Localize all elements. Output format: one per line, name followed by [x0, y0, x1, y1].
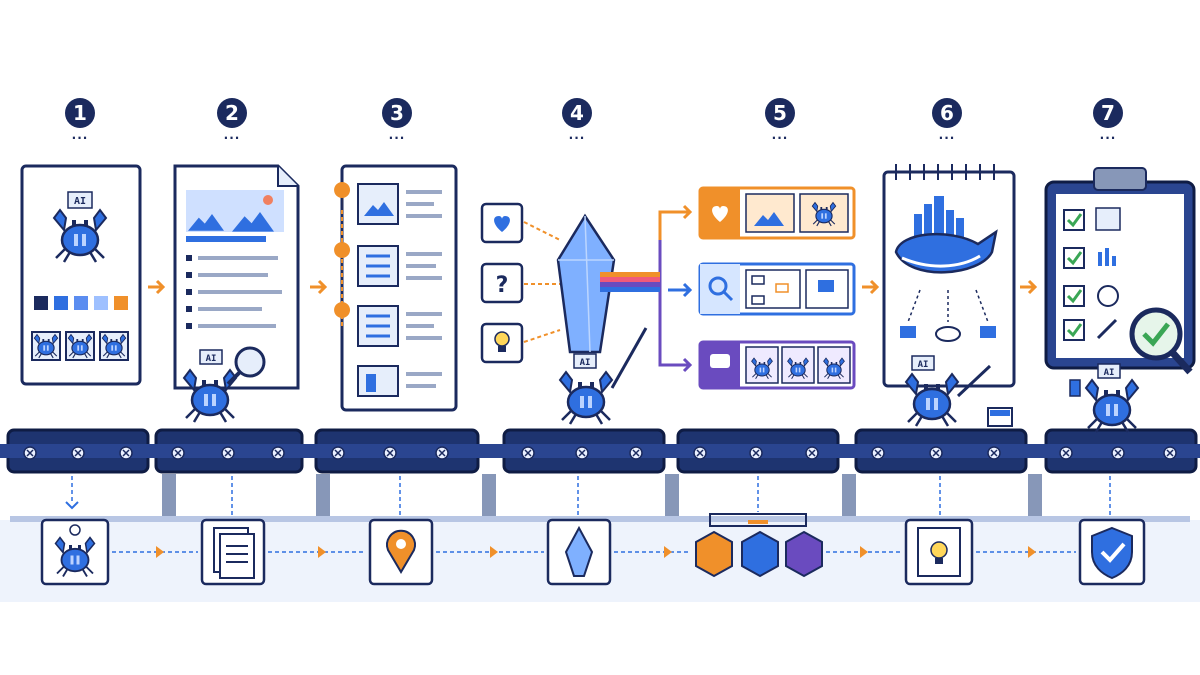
- stage-1-ai-label: AI: [74, 196, 86, 207]
- paintbrush-icon: [956, 364, 992, 398]
- cube-icon: [695, 530, 823, 578]
- step-dots-1: ...: [71, 128, 89, 142]
- step-dots-5: ...: [771, 128, 789, 142]
- step-dots-3: ...: [388, 128, 406, 142]
- question-mark: ?: [496, 273, 509, 298]
- step-number-5: 5: [765, 98, 795, 128]
- step-badge-1: 1 ...: [60, 98, 100, 142]
- whale-icon: [894, 229, 998, 274]
- stage-3-list: [334, 164, 458, 412]
- stage-1-card: AI: [20, 164, 142, 386]
- step-number-6: 6: [932, 98, 962, 128]
- step-number-7: 7: [1093, 98, 1123, 128]
- stage-4-ai-label: AI: [580, 358, 591, 368]
- step-number-3: 3: [382, 98, 412, 128]
- stage-4-prism: ? AI: [480, 202, 660, 426]
- lightbulb-icon: [494, 331, 510, 347]
- step-badge-6: 6 ...: [927, 98, 967, 142]
- stage-2-document: AI: [173, 164, 300, 424]
- step-dots-6: ...: [938, 128, 956, 142]
- bottom-icon-row: [40, 513, 1146, 586]
- stage-arrows: [148, 204, 1038, 295]
- search-icon: [708, 276, 728, 296]
- stage-7-clipboard: AI: [1044, 167, 1196, 434]
- crystal-prism-icon: [556, 213, 616, 354]
- lightbulb-icon: [930, 541, 948, 559]
- heart-icon: [494, 216, 510, 232]
- step-dots-7: ...: [1099, 128, 1117, 142]
- step-badge-3: 3 ...: [377, 98, 417, 142]
- step-number-2: 2: [217, 98, 247, 128]
- step-dots-4: ...: [568, 128, 586, 142]
- step-badge-2: 2 ...: [212, 98, 252, 142]
- magnifier-icon: [234, 346, 266, 378]
- step-number-1: 1: [65, 98, 95, 128]
- conveyor-belt: [0, 428, 1200, 522]
- step-badge-5: 5 ...: [760, 98, 800, 142]
- stage-6-ai-label: AI: [918, 360, 929, 370]
- step-badge-4: 4 ...: [557, 98, 597, 142]
- shield-check-icon: [1091, 526, 1133, 580]
- chat-icon: [710, 354, 730, 368]
- stage-6-notebook: AI: [882, 164, 1016, 428]
- notebook-icon: [882, 170, 1016, 388]
- stage-2-ai-label: AI: [206, 354, 217, 364]
- step-badge-7: 7 ...: [1088, 98, 1128, 142]
- location-pin-icon: [386, 529, 416, 574]
- crystal-prism-icon: [564, 525, 594, 577]
- stage-7-ai-label: AI: [1104, 368, 1115, 378]
- stage-5-results: [698, 186, 856, 390]
- document-icon: [219, 533, 255, 579]
- bottom-connectors: [112, 546, 1076, 558]
- location-pin-icon: [334, 182, 351, 338]
- step-number-4: 4: [562, 98, 592, 128]
- step-dots-2: ...: [223, 128, 241, 142]
